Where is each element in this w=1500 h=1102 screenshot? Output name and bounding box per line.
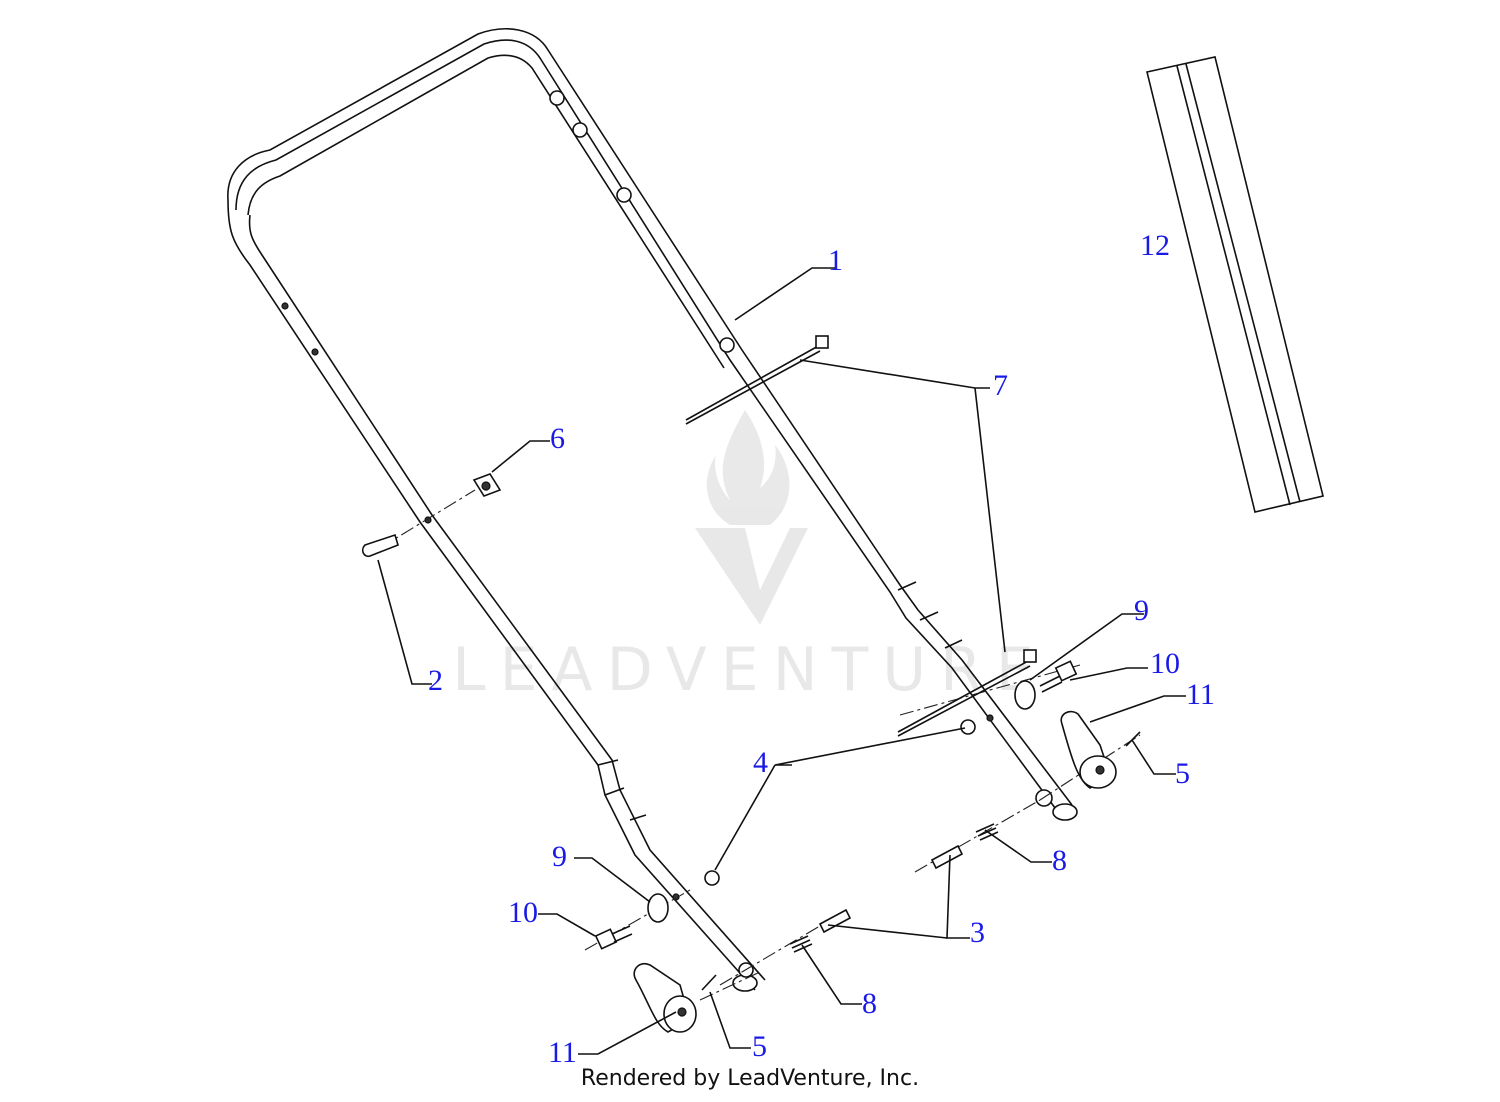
pin-part-3-upper: [930, 844, 964, 870]
clip-part-6: [472, 473, 502, 497]
callout-10-left: 10: [508, 896, 538, 929]
upper-handle-part-1: [227, 28, 1078, 992]
leader-lines: [377, 267, 1186, 1055]
callout-5-left: 5: [752, 1030, 767, 1063]
callout-3: 3: [970, 916, 985, 949]
knob-part-11-left: [633, 962, 697, 1033]
callout-11-right: 11: [1186, 678, 1215, 711]
callout-numbers: 1 6 2 7 12 9 10 11 5 4 8 9 10 3 8 11 5: [428, 229, 1215, 1069]
callout-8-left: 8: [862, 987, 877, 1020]
callout-5-right: 5: [1175, 757, 1190, 790]
watermark-brand-text: LEADVENTURE: [452, 635, 1048, 705]
callout-9-left: 9: [552, 840, 567, 873]
watermark-v-icon: [695, 528, 808, 625]
callout-7: 7: [993, 369, 1008, 402]
cable-tie-part-7-lower: [897, 649, 1037, 737]
callout-12: 12: [1140, 229, 1170, 262]
nut-part-4-right: [960, 719, 976, 735]
bolt-part-10-right: [1039, 660, 1078, 693]
knob-part-11-right: [1060, 710, 1117, 789]
pin-part-2: [362, 533, 399, 558]
washer-part-9-left: [647, 893, 669, 923]
cable-tie-part-7-upper: [685, 335, 829, 425]
pin-part-3-lower: [818, 908, 852, 934]
callout-6: 6: [550, 422, 565, 455]
callout-1: 1: [828, 244, 843, 277]
spring-part-8-left: [789, 935, 813, 953]
nut-part-4-left: [704, 870, 720, 886]
callout-10-right: 10: [1150, 647, 1180, 680]
leadventure-watermark: LEADVENTURE: [452, 410, 1048, 705]
callout-11-left: 11: [548, 1036, 577, 1069]
pin-part-5-right: [1125, 731, 1141, 747]
callout-8-right: 8: [1052, 844, 1067, 877]
washer-part-9-right: [1014, 680, 1036, 710]
pin-part-5-left: [701, 974, 717, 991]
watermark-flame-icon: [706, 410, 790, 525]
callout-2: 2: [428, 664, 443, 697]
callout-9-right: 9: [1134, 594, 1149, 627]
grip-part-12: [1146, 56, 1324, 513]
callout-4: 4: [753, 746, 768, 779]
rendered-by-footer: Rendered by LeadVenture, Inc.: [580, 1066, 920, 1091]
bolt-part-10-left: [594, 925, 633, 950]
